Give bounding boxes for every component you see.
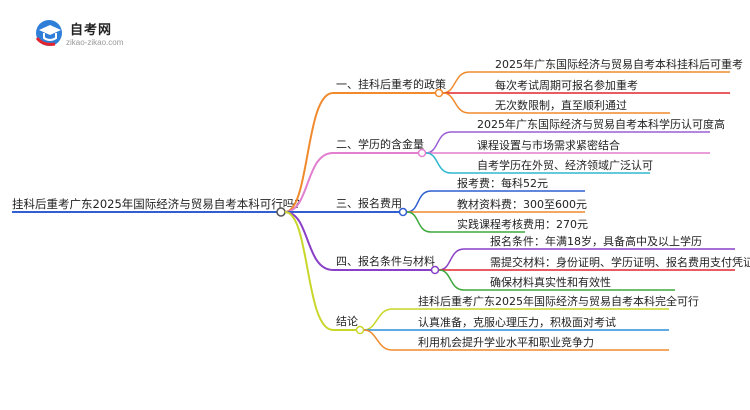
leaf-connector [425,131,452,154]
logo-title: 自考网 [70,23,113,38]
site-logo[interactable]: 自考网 zikao-zikao.com [33,16,173,56]
leaf-label: 2025年广东国际经济与贸易自考本科学历认可度高 [477,117,725,131]
branch-label: 三、报名费用 [336,196,402,210]
root-label: 挂科后重考广东2025年国际经济与贸易自考本科可行吗? [12,197,300,211]
branch-node [434,88,444,98]
leaf-label: 2025年广东国际经济与贸易自考本科挂科后可重考 [495,57,743,71]
logo-url: zikao-zikao.com [66,38,124,47]
branch-label: 四、报名条件与材料 [336,254,435,268]
leaf-connector [363,308,393,331]
branch-label: 结论 [336,314,358,328]
branch-node [430,265,440,275]
leaf-label: 报考费：每科52元 [457,176,548,190]
leaf-connector [363,329,393,351]
leaf-label: 挂科后重考广东2025年国际经济与贸易自考本科完全可行 [418,294,699,308]
leaf-connector [438,269,465,291]
leaf-label: 课程设置与市场需求紧密结合 [477,138,620,152]
branch-label: 二、学历的含金量 [336,137,424,151]
leaf-label: 教材资料费：300至600元 [457,197,587,211]
branch-connector [284,211,334,331]
branch-node [417,148,427,158]
branch-connector [284,92,334,213]
branch-connector [284,211,334,271]
leaf-label: 实践课程考核费用：270元 [457,217,588,231]
leaf-connector [442,92,470,114]
branch-node [398,207,408,217]
branch-node [355,325,365,335]
leaf-connector [438,248,465,271]
graduation-cap-icon [35,20,62,46]
leaf-label: 无次数限制，直至顺利通过 [495,98,627,112]
root-node [276,207,286,217]
leaf-label: 需提交材料：身份证明、学历证明、报名费用支付凭证 [490,255,750,269]
leaf-label: 认真准备，克服心理压力，积极面对考试 [418,315,616,329]
branch-connector [284,152,334,213]
leaf-connector [425,152,452,174]
leaf-connector [442,71,470,94]
leaf-label: 报名条件：年满18岁，具备高中及以上学历 [490,234,702,248]
leaf-label: 自考学历在外贸、经济领域广泛认可 [477,158,653,172]
leaf-label: 利用机会提升学业水平和职业竞争力 [418,335,594,349]
leaf-connector [406,211,432,233]
leaf-connector [406,190,432,213]
leaf-label: 每次考试周期可报名参加重考 [495,78,638,92]
leaf-label: 确保材料真实性和有效性 [490,275,611,289]
branch-label: 一、挂科后重考的政策 [336,77,446,91]
